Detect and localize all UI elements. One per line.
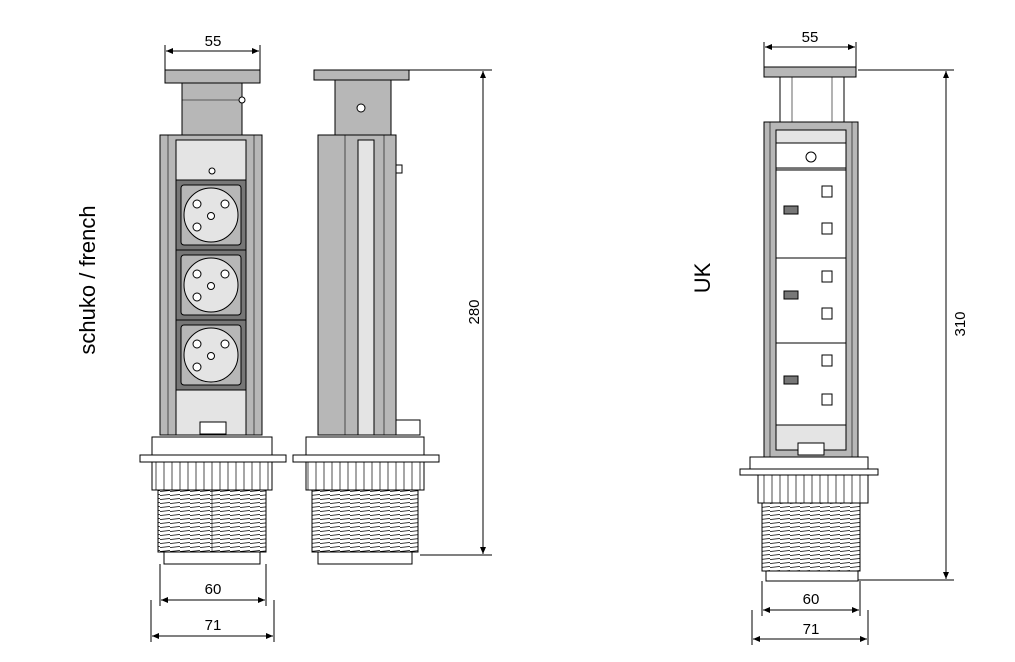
svg-text:55: 55 bbox=[802, 29, 819, 46]
latch-uk bbox=[797, 442, 825, 456]
dim-uk-top: 55 bbox=[763, 29, 857, 67]
dim-uk-flange: 71 bbox=[751, 610, 869, 645]
socket-3 bbox=[175, 319, 247, 391]
socket-1 bbox=[175, 179, 247, 251]
schuko-front-view bbox=[139, 69, 287, 565]
svg-text:280: 280 bbox=[466, 299, 483, 324]
dim-schuko-top: 55 bbox=[164, 33, 261, 70]
uk-socket-2 bbox=[775, 257, 847, 344]
top-cap bbox=[164, 69, 261, 84]
svg-text:55: 55 bbox=[205, 33, 222, 50]
uk-socket-3 bbox=[775, 342, 847, 426]
dim-uk-height: 310 bbox=[858, 69, 969, 581]
dim-schuko-flange: 71 bbox=[150, 600, 275, 642]
indicator-light-uk bbox=[805, 151, 817, 163]
dim-schuko-height: 280 bbox=[409, 69, 492, 556]
uk-label: UK bbox=[690, 262, 715, 293]
thread-uk bbox=[761, 502, 861, 572]
flange-uk bbox=[739, 468, 879, 476]
top-cap-side bbox=[313, 69, 410, 81]
dim-uk-body: 60 bbox=[761, 581, 861, 616]
svg-text:71: 71 bbox=[803, 621, 820, 638]
schuko-french-label: schuko / french bbox=[75, 205, 100, 354]
indicator-light bbox=[208, 167, 216, 175]
uk-socket-1 bbox=[775, 169, 847, 259]
top-cap-uk bbox=[763, 66, 857, 78]
schuko-side-view bbox=[292, 69, 440, 565]
uk-front-view bbox=[739, 66, 879, 582]
svg-text:60: 60 bbox=[803, 591, 820, 608]
svg-text:71: 71 bbox=[205, 617, 222, 634]
flange bbox=[139, 454, 287, 463]
flange-side bbox=[292, 454, 440, 463]
dim-schuko-body: 60 bbox=[159, 564, 267, 606]
svg-text:60: 60 bbox=[205, 581, 222, 598]
tower-side bbox=[317, 134, 397, 436]
socket-2 bbox=[175, 249, 247, 321]
svg-text:310: 310 bbox=[952, 311, 969, 336]
neck bbox=[181, 82, 243, 136]
latch bbox=[199, 421, 227, 435]
